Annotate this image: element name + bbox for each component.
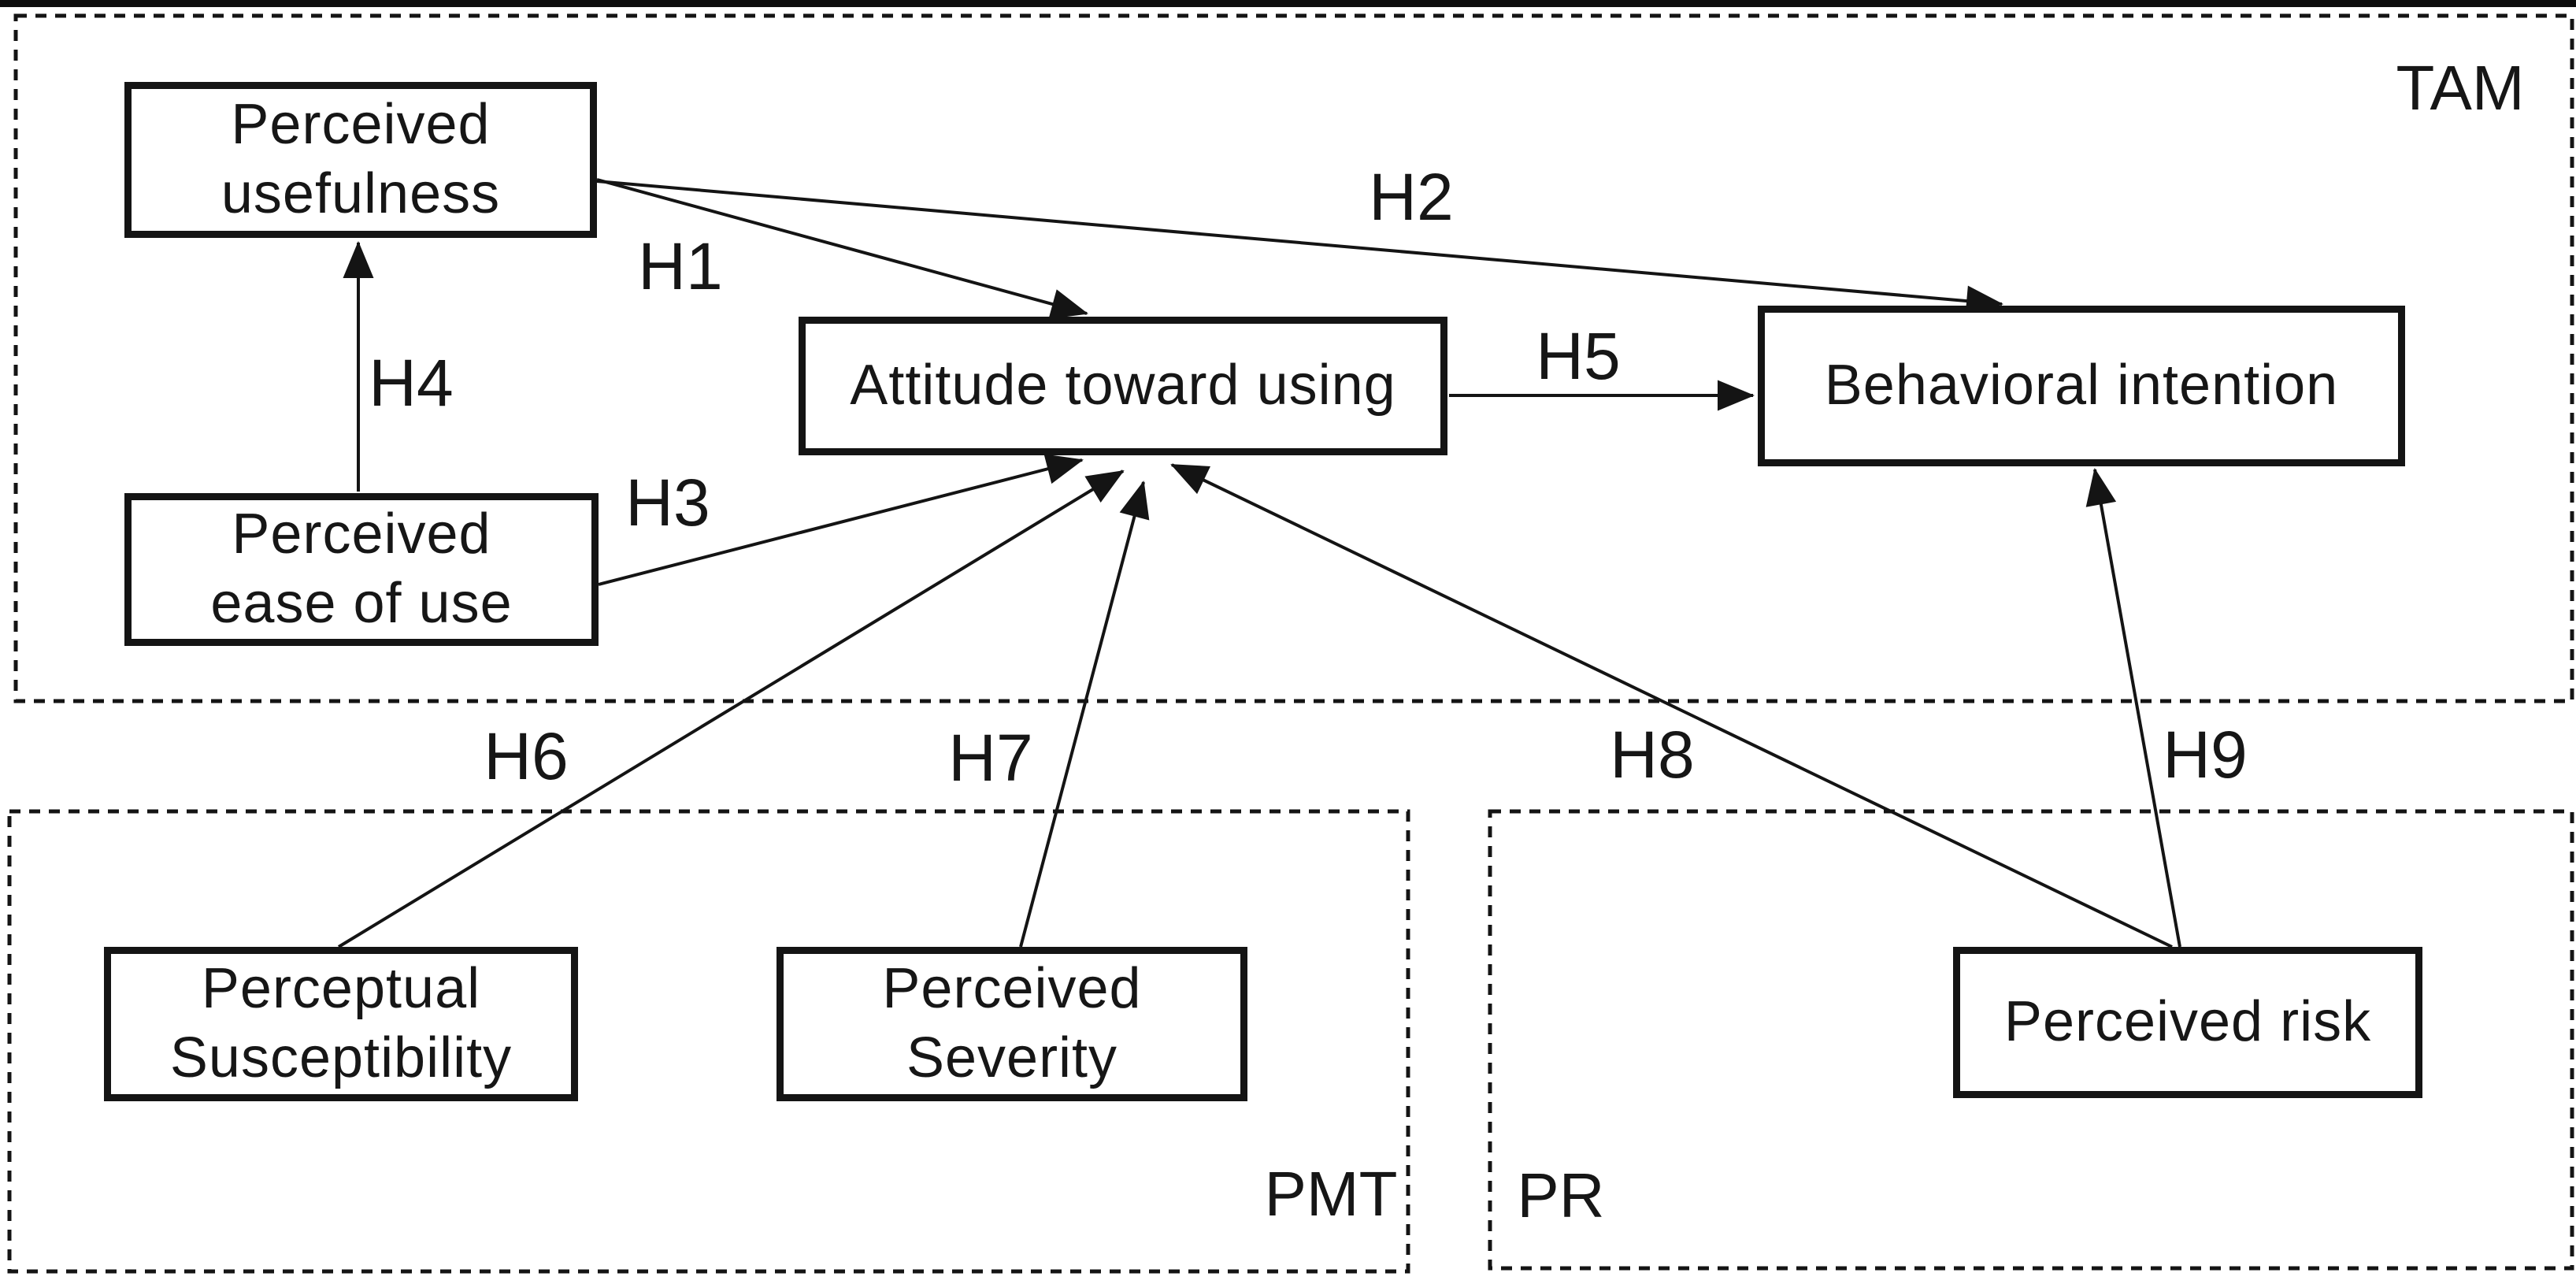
node-label-line: ease of use: [210, 572, 513, 635]
hypothesis-label-h1: H1: [638, 229, 723, 303]
node-attitude-toward-using: Attitude toward using: [799, 317, 1447, 455]
node-label-line: Perceived: [232, 503, 491, 566]
arrow-h6-susceptibility-to-attitude: [337, 469, 1125, 948]
node-label-line: usefulness: [221, 162, 501, 225]
group-label-pr: PR: [1517, 1160, 1605, 1230]
arrow-h7-severity-to-attitude: [1019, 481, 1150, 948]
hypothesis-label-h5: H5: [1536, 319, 1621, 393]
hypothesis-label-h9: H9: [2163, 718, 2248, 792]
node-label-line: Perceived: [231, 93, 491, 157]
node-perceived-ease-of-use: Perceived ease of use: [124, 493, 599, 646]
tam-group-border: [13, 13, 2574, 703]
node-label-line: Behavioral intention: [1824, 354, 2339, 417]
pmt-group-border: [7, 809, 1410, 1274]
hypothesis-label-h7: H7: [948, 721, 1033, 795]
arrow-h8-risk-to-attitude: [1170, 463, 2173, 948]
node-perceived-usefulness: Perceived usefulness: [124, 82, 597, 238]
hypothesis-label-h2: H2: [1369, 160, 1454, 234]
node-label-line: Attitude toward using: [850, 354, 1396, 417]
node-perceived-risk: Perceived risk: [1953, 947, 2422, 1098]
node-label-line: Perceived: [882, 957, 1142, 1021]
arrow-h9-risk-to-intention: [2085, 468, 2181, 948]
group-label-pmt: PMT: [1264, 1159, 1398, 1229]
node-behavioral-intention: Behavioral intention: [1758, 306, 2405, 466]
arrow-h2-usefulness-to-intention: [596, 180, 2003, 317]
hypothesis-label-h6: H6: [484, 719, 569, 793]
node-perceived-severity: Perceived Severity: [777, 947, 1247, 1101]
node-label-line: Susceptibility: [169, 1026, 513, 1089]
hypothesis-label-h3: H3: [625, 466, 710, 540]
node-perceptual-susceptibility: Perceptual Susceptibility: [104, 947, 578, 1101]
hypothesis-label-h8: H8: [1610, 718, 1695, 792]
arrow-h3-ease-to-attitude: [598, 454, 1084, 586]
group-label-tam: TAM: [2396, 53, 2525, 123]
pr-group-border: [1488, 809, 2574, 1271]
node-label-line: Perceptual: [201, 957, 481, 1021]
node-label-line: Severity: [906, 1026, 1118, 1089]
hypothesis-label-h4: H4: [369, 346, 454, 420]
node-label-line: Perceived risk: [2003, 990, 2372, 1054]
top-border-rule: [0, 0, 2576, 7]
arrow-h1-usefulness-to-attitude: [596, 178, 1088, 319]
